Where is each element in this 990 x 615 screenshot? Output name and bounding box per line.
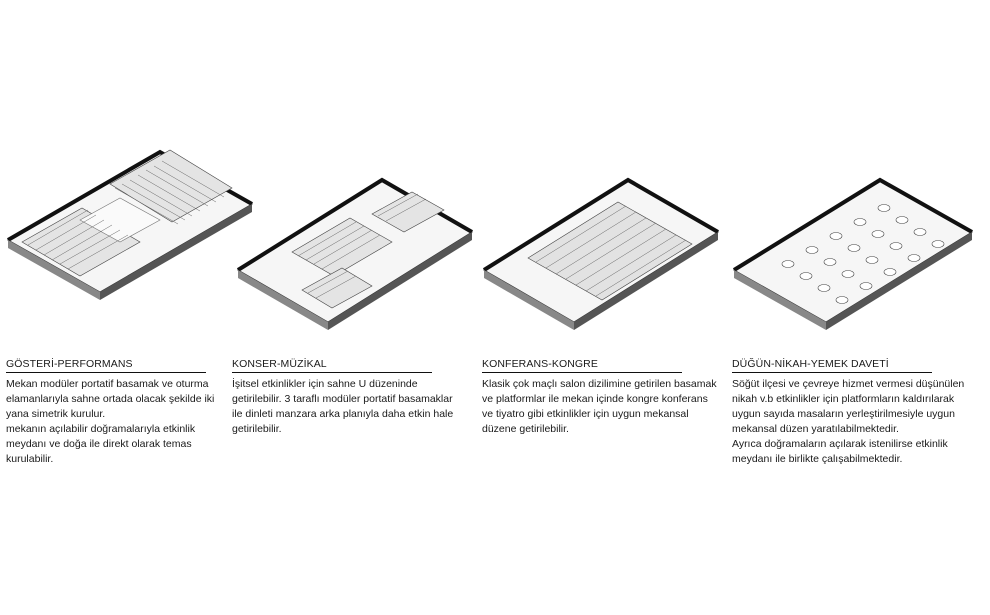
- panel-description: Söğüt ilçesi ve çevreye hizmet vermesi d…: [732, 378, 965, 465]
- panel-title: KONFERANS-KONGRE: [482, 358, 682, 373]
- seating-rows: [527, 201, 693, 301]
- panel-description: İşitsel etkinlikler için sahne U düzenin…: [232, 378, 454, 435]
- isometric-drawing-dugun: [732, 177, 973, 330]
- tables-layout: [781, 204, 945, 304]
- isometric-drawing-konser: [236, 177, 474, 330]
- panel-description: Klasik çok maçlı salon dizilimine getiri…: [482, 378, 717, 435]
- seating-block-center: [291, 217, 393, 277]
- panel-title: KONSER-MÜZİKAL: [232, 358, 432, 373]
- isometric-drawing-konferans: [482, 177, 720, 330]
- isometric-drawing-gosteri: [6, 149, 254, 300]
- panel-description: Mekan modüler portatif basamak ve oturma…: [6, 378, 215, 465]
- seating-block-front: [301, 267, 373, 309]
- seating-block-side: [371, 191, 445, 233]
- seating-block-upper: [109, 149, 233, 223]
- stage: [79, 197, 161, 243]
- panel-title: DÜĞÜN-NİKAH-YEMEK DAVETİ: [732, 358, 932, 373]
- panel-title: GÖSTERİ-PERFORMANS: [6, 358, 206, 373]
